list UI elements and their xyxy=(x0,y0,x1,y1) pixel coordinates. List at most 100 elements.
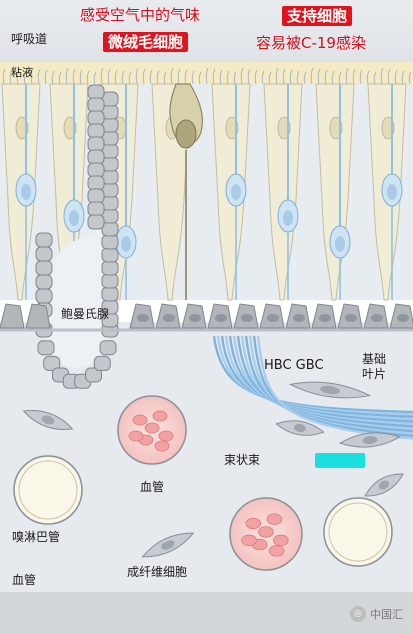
cilium xyxy=(268,71,272,85)
gland-cell xyxy=(99,340,117,356)
respiratory-tract-label: 呼吸道 xyxy=(11,32,48,46)
cilium xyxy=(317,68,321,85)
basal-cell-nucleus xyxy=(137,314,149,322)
cilium xyxy=(170,67,174,85)
microvillar-cell-callout: 微绒毛细胞 xyxy=(103,32,189,52)
cilium xyxy=(142,68,146,85)
red-blood-cell xyxy=(132,414,148,426)
gland-cell xyxy=(101,273,119,289)
fibroblast-cell xyxy=(22,410,74,430)
gland-cell xyxy=(35,232,53,248)
highlight-box xyxy=(315,453,365,468)
gland-cell xyxy=(87,97,105,113)
basal-cell-nucleus xyxy=(319,314,331,322)
gland-cell xyxy=(101,234,119,250)
basal-lamina-label-2: 叶片 xyxy=(362,367,387,381)
axon-strand xyxy=(256,335,413,440)
cilium xyxy=(93,71,97,85)
gland-cell xyxy=(35,288,53,304)
cilium xyxy=(163,71,167,85)
blood-vessel-label-1: 血管 xyxy=(140,480,165,494)
vessel-wall xyxy=(323,497,393,567)
cilium xyxy=(366,70,370,85)
gland-cell xyxy=(87,201,105,217)
cilium xyxy=(205,67,209,85)
fibroblast-nucleus xyxy=(320,385,340,395)
bowman-gland-label: 鲍曼氏腺 xyxy=(61,307,110,321)
neuron-nucleus xyxy=(21,184,31,200)
fibroblast-cell xyxy=(141,532,195,558)
cilium xyxy=(51,70,55,85)
cilium xyxy=(23,71,27,85)
cilia-layer xyxy=(2,67,412,85)
cilium xyxy=(79,69,83,85)
cilium xyxy=(408,71,412,85)
gland-cell xyxy=(87,110,105,126)
gland-cell xyxy=(35,274,53,290)
c19-callout: 容易被C-19感染 xyxy=(256,34,366,52)
red-blood-cell xyxy=(273,534,289,547)
fibroblast-nucleus xyxy=(161,540,175,550)
gland-cell xyxy=(43,355,61,371)
cilium xyxy=(338,71,342,85)
fibroblast-nucleus xyxy=(41,415,55,425)
watermark-text: 中国汇 xyxy=(370,608,403,621)
watermark: ◎ 中国汇 xyxy=(350,606,403,622)
gland-cell xyxy=(87,84,105,100)
cilium xyxy=(128,71,132,85)
cilium xyxy=(373,71,377,85)
cilium xyxy=(9,69,13,85)
neuron-nucleus xyxy=(121,236,131,252)
cilium xyxy=(37,68,41,85)
cilium xyxy=(65,67,69,85)
sense-odor-callout: 感受空气中的气味 xyxy=(80,6,201,24)
cilium xyxy=(394,69,398,85)
cilium xyxy=(303,71,307,85)
gland-cell xyxy=(87,214,105,230)
basal-cell-nucleus xyxy=(215,314,227,322)
cilium xyxy=(149,69,153,85)
cilium xyxy=(240,67,244,85)
cilium xyxy=(72,68,76,85)
cilium xyxy=(282,68,286,85)
red-blood-cell xyxy=(258,526,274,538)
cilium xyxy=(177,68,181,85)
fibroblast-cell xyxy=(338,432,402,448)
gland-cell xyxy=(87,123,105,139)
cilium xyxy=(100,67,104,85)
fibroblast-label: 成纤维细胞 xyxy=(127,565,188,579)
basal-cell-nucleus xyxy=(397,314,409,322)
cilium xyxy=(310,67,314,85)
lymph-inner xyxy=(18,460,78,520)
red-blood-cell xyxy=(245,517,262,530)
cilium xyxy=(121,70,125,85)
cilium xyxy=(226,70,230,85)
basal-lamina-label-1: 基础 xyxy=(362,352,387,366)
microvillar-cell xyxy=(169,83,203,300)
neuron-nucleus xyxy=(335,236,345,252)
cilium xyxy=(156,70,160,85)
fibroblast-cell xyxy=(275,420,325,436)
cilium xyxy=(58,71,62,85)
gland-cell xyxy=(87,188,105,204)
cilium xyxy=(2,68,6,85)
axon-fascicle xyxy=(212,335,413,440)
cilium xyxy=(114,69,118,85)
olfactory-neurons xyxy=(15,84,403,300)
red-blood-cell xyxy=(158,430,174,442)
red-blood-cell xyxy=(152,410,168,422)
fascicle-label: 束状束 xyxy=(224,453,261,467)
gland-cell xyxy=(101,247,119,263)
basal-cell-nucleus xyxy=(371,314,383,322)
cilium xyxy=(16,70,20,85)
cilium xyxy=(331,70,335,85)
gland-cell xyxy=(37,340,55,356)
basal-cell-nucleus xyxy=(163,314,175,322)
neuron-nucleus xyxy=(69,210,79,226)
red-blood-cell xyxy=(266,513,283,525)
cilium xyxy=(86,70,90,85)
gland-cell xyxy=(101,260,119,276)
basal-cell xyxy=(0,303,25,329)
gland-cell xyxy=(87,136,105,152)
supporting-cell-callout: 支持细胞 xyxy=(282,6,353,26)
